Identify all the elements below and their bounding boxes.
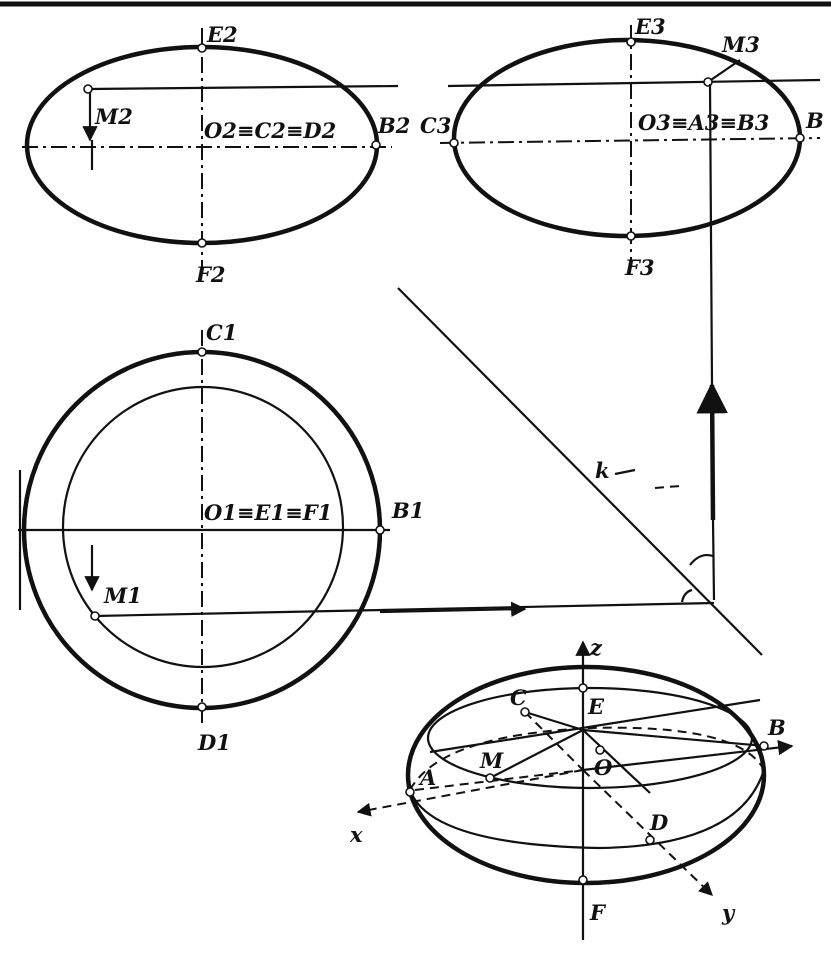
label-f2: F2 xyxy=(195,262,226,287)
axo-equator-back xyxy=(409,726,765,791)
axo-label-z: z xyxy=(589,635,603,660)
label-b3: B xyxy=(805,108,824,133)
projection-arrow-m1 xyxy=(379,601,527,617)
axo-label-b: B xyxy=(767,715,786,740)
projection-line-m1 xyxy=(94,601,715,618)
front-view-projection-line-m xyxy=(87,84,399,91)
point-b2 xyxy=(371,140,381,150)
label-m3: M3 xyxy=(721,32,760,57)
label-k: k xyxy=(595,458,610,483)
axo-point-m xyxy=(485,773,495,783)
label-e2: E2 xyxy=(206,22,238,47)
axo-line-c-e xyxy=(524,710,584,732)
label-m2: M2 xyxy=(94,104,133,129)
axo-point-c xyxy=(520,707,530,717)
point-b3 xyxy=(795,133,805,143)
axo-label-o: O xyxy=(594,755,613,780)
front-view: E2 F2 M2 B2 O2≡C2≡D2 xyxy=(22,22,410,287)
side-view-projection-line-m xyxy=(447,78,821,88)
axonometric-view: z x y A B C D E F M O xyxy=(349,635,794,940)
axo-label-a: A xyxy=(418,765,436,790)
projection-line-m3-vertical xyxy=(708,83,714,386)
dash-near-k-1 xyxy=(654,485,681,489)
axo-point-o xyxy=(595,745,605,755)
axo-line-m-e xyxy=(489,729,584,779)
side-view: E3 F3 M3 C3 B O3≡A3≡B3 xyxy=(420,14,824,280)
label-b2: B2 xyxy=(377,113,410,138)
axo-label-c: C xyxy=(510,685,527,710)
axo-outer-outline xyxy=(405,664,767,886)
point-f2 xyxy=(197,238,207,248)
axo-top-rim xyxy=(426,686,754,790)
axo-point-b xyxy=(759,741,769,751)
label-c1: C1 xyxy=(206,320,237,345)
axo-line-e-d xyxy=(582,729,651,794)
axo-line-a-o xyxy=(414,769,584,791)
axo-point-d xyxy=(645,835,655,845)
label-f3: F3 xyxy=(624,255,655,280)
axo-line-c-o xyxy=(524,711,584,771)
label-o2-center: O2≡C2≡D2 xyxy=(204,118,336,143)
point-c1 xyxy=(197,347,207,357)
label-m1: M1 xyxy=(103,583,142,608)
label-e3: E3 xyxy=(634,14,666,39)
point-m1 xyxy=(90,611,100,621)
axo-label-y: y xyxy=(721,900,736,925)
top-view-inner-circle xyxy=(61,385,345,669)
projection-line-vertical-lower xyxy=(711,519,716,601)
axo-line-a-b xyxy=(429,698,761,754)
axo-label-f: F xyxy=(589,900,607,925)
axo-b-axis xyxy=(582,739,794,772)
label-d1: D1 xyxy=(197,730,231,755)
side-view-m3-leader xyxy=(707,59,741,83)
side-view-horizontal-axis xyxy=(439,137,821,144)
right-angle-arc-lower xyxy=(680,588,693,603)
point-d1 xyxy=(197,702,207,712)
axo-label-d: D xyxy=(649,810,669,835)
point-e2 xyxy=(197,43,207,53)
label-b1: B1 xyxy=(391,498,424,523)
side-view-outline xyxy=(451,37,803,239)
axo-point-f xyxy=(578,875,588,885)
point-m2 xyxy=(83,84,93,94)
projection-line-vertical-thick xyxy=(696,381,728,521)
axo-label-m: M xyxy=(479,748,504,773)
axo-point-e xyxy=(578,683,588,693)
axo-equator-front xyxy=(408,769,766,850)
point-e3 xyxy=(626,37,636,47)
axo-x-axis xyxy=(356,769,584,817)
constant-line-k xyxy=(397,287,763,656)
axo-label-x: x xyxy=(349,822,363,847)
label-c3: C3 xyxy=(420,113,451,138)
axo-label-e: E xyxy=(587,694,605,719)
point-b1 xyxy=(375,525,385,535)
top-view: C1 D1 B1 M1 O1≡E1≡F1 xyxy=(18,320,715,755)
point-c3 xyxy=(449,138,459,148)
label-o3-center: O3≡A3≡B3 xyxy=(638,110,769,135)
axo-line-e-b xyxy=(582,728,766,748)
right-angle-arc-upper xyxy=(689,553,714,566)
dash-near-k-2 xyxy=(614,468,636,476)
label-o1-center: O1≡E1≡F1 xyxy=(204,500,332,525)
axo-point-a xyxy=(405,787,415,797)
point-f3 xyxy=(626,231,636,241)
